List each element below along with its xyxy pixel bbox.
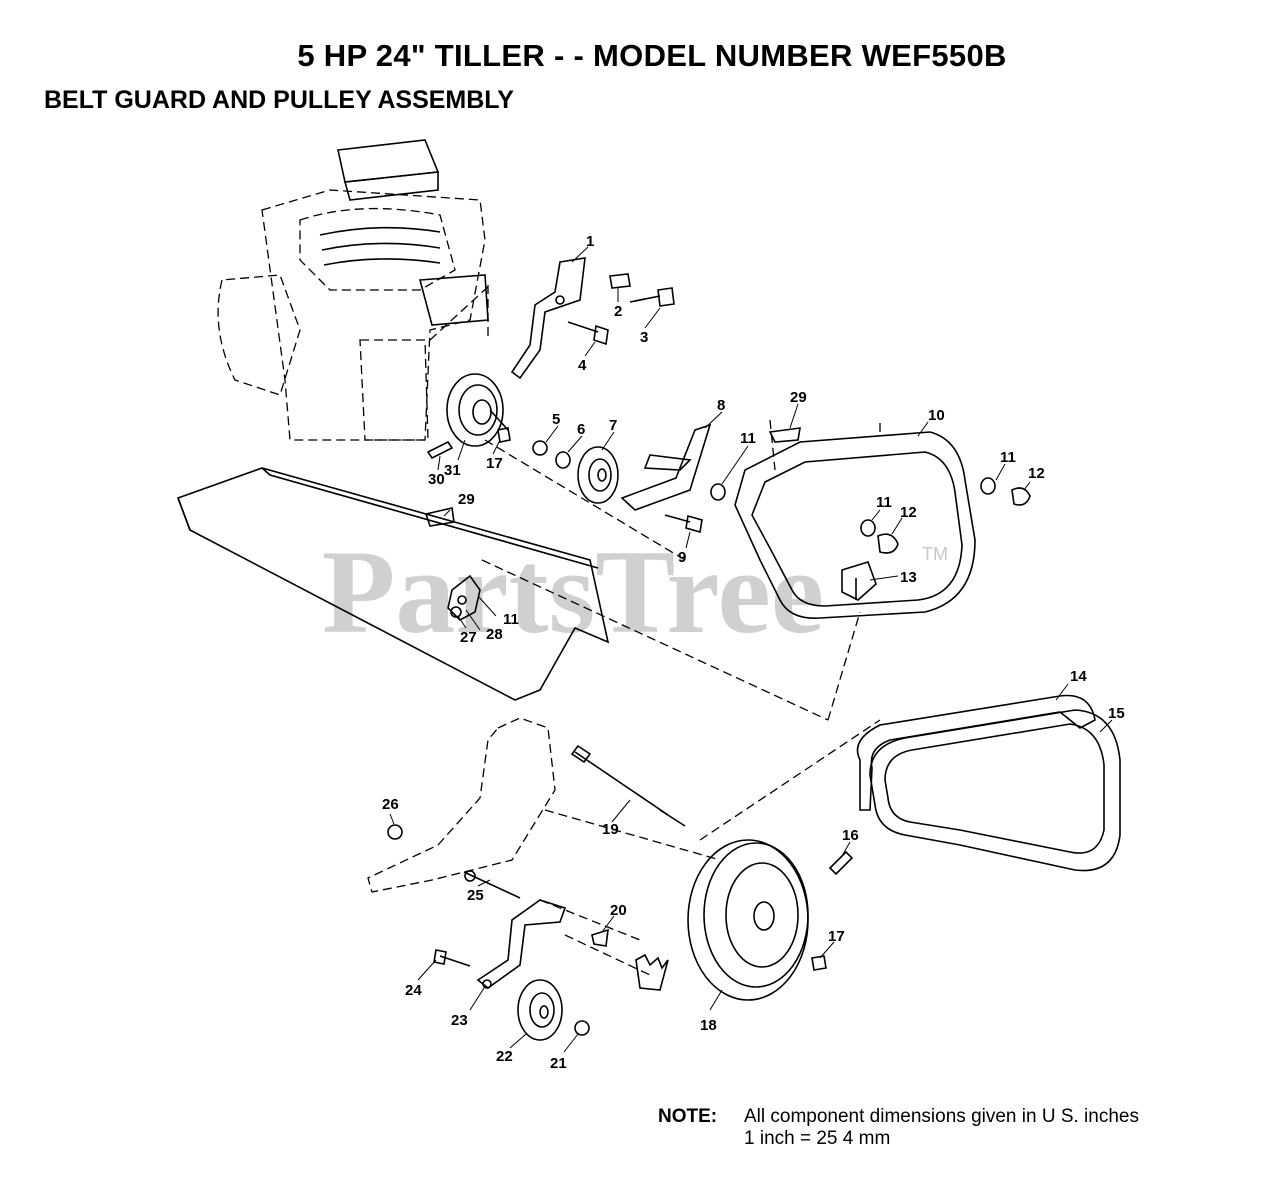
tine-shield (176, 467, 610, 701)
callout-25: 25 (467, 887, 484, 904)
nut-part-27 (450, 606, 462, 618)
callout-12-a: 12 (1028, 465, 1045, 482)
idler-pulley-part-22 (517, 979, 563, 1041)
callout-24: 24 (405, 982, 422, 999)
callout-11-d: 11 (503, 611, 519, 628)
bolt-part-4 (567, 321, 609, 346)
belt-guard-part-10 (734, 431, 976, 619)
callout-21: 21 (550, 1055, 567, 1072)
callout-18: 18 (700, 1017, 717, 1034)
callout-22: 22 (496, 1048, 513, 1065)
diagram-subtitle: BELT GUARD AND PULLEY ASSEMBLY (44, 86, 514, 114)
idler-pulley-part-7 (577, 446, 619, 504)
washer-part-11-b (980, 477, 996, 495)
callout-2: 2 (614, 303, 622, 320)
callout-23: 23 (451, 1012, 468, 1029)
callout-3: 3 (640, 329, 648, 346)
diagram-title: 5 HP 24" TILLER - - MODEL NUMBER WEF550B (297, 38, 1007, 73)
nut-part-26 (387, 824, 403, 840)
callout-11-a: 11 (740, 430, 756, 447)
callout-11-b: 11 (1000, 449, 1016, 466)
callout-10: 10 (928, 407, 945, 424)
note-line-2: 1 inch = 25 4 mm (744, 1128, 891, 1149)
clip-part-29-upper (768, 427, 801, 443)
callout-12-b: 12 (900, 504, 917, 521)
bolt-part-24 (433, 949, 471, 967)
tiller-frame (367, 717, 556, 893)
callout-16: 16 (842, 827, 859, 844)
watermark-text: PartsTree (322, 525, 824, 658)
shaft-part-25 (463, 870, 521, 899)
callout-19: 19 (602, 821, 619, 838)
callout-28: 28 (486, 626, 503, 643)
nut-part-21 (574, 1020, 590, 1036)
callout-7: 7 (609, 417, 617, 434)
callout-1: 1 (586, 233, 594, 250)
callout-13: 13 (900, 569, 917, 586)
idler-arm-part-23 (476, 899, 567, 990)
setscrew-part-30 (426, 440, 454, 460)
washer-part-11-c (860, 519, 876, 537)
callout-6: 6 (577, 421, 585, 438)
alignment-lines (429, 284, 881, 976)
bolt-part-3 (629, 287, 675, 307)
callout-26: 26 (382, 796, 399, 813)
belt-part-15 (869, 709, 1121, 872)
engine-pulley-part-31 (446, 373, 509, 447)
washer-part-11-a (710, 483, 726, 501)
washer-part-6 (555, 451, 571, 469)
callout-20: 20 (610, 902, 627, 919)
nut-part-5 (532, 440, 548, 456)
callout-17-lower: 17 (828, 928, 845, 945)
callout-30: 30 (428, 471, 445, 488)
note-line-1: All component dimensions given in U S. i… (744, 1106, 1139, 1127)
shaft-part-19 (570, 744, 686, 827)
bolt-part-9 (664, 514, 703, 534)
acorn-nut-part-12-a (1011, 487, 1031, 506)
callout-11-c: 11 (876, 494, 892, 511)
idler-arm-part-8 (620, 423, 712, 511)
note-label: NOTE: (658, 1106, 718, 1127)
bracket-part-28 (447, 574, 481, 621)
key-part-17-upper (497, 427, 511, 443)
callout-14: 14 (1070, 668, 1087, 685)
engine-assembly (217, 139, 489, 441)
callout-31: 31 (444, 462, 461, 479)
callout-9: 9 (678, 549, 686, 566)
clip-part-20 (591, 928, 609, 947)
callout-5: 5 (552, 411, 560, 428)
key-part-17-lower (811, 955, 827, 971)
belt-part-14 (856, 694, 1096, 811)
clip-part-2 (609, 273, 631, 289)
watermark-trademark: TM (922, 544, 948, 564)
callout-29-lower: 29 (458, 491, 475, 508)
dimension-note: NOTE: All component dimensions given in U… (658, 1106, 1139, 1150)
callout-29-upper: 29 (790, 389, 807, 406)
transmission-pulley-part-18 (687, 839, 809, 1001)
setscrew-part-16 (828, 850, 854, 876)
callout-8: 8 (717, 397, 725, 414)
leader-lines (389, 246, 1113, 1053)
bolt-part-13 (841, 561, 877, 601)
callout-4: 4 (578, 357, 587, 374)
bracket-part-1 (510, 257, 586, 380)
callout-17-upper: 17 (486, 455, 503, 472)
acorn-nut-part-12-b (877, 533, 899, 554)
callout-15: 15 (1108, 705, 1125, 722)
callout-27: 27 (460, 629, 477, 646)
spring-part (635, 953, 669, 991)
